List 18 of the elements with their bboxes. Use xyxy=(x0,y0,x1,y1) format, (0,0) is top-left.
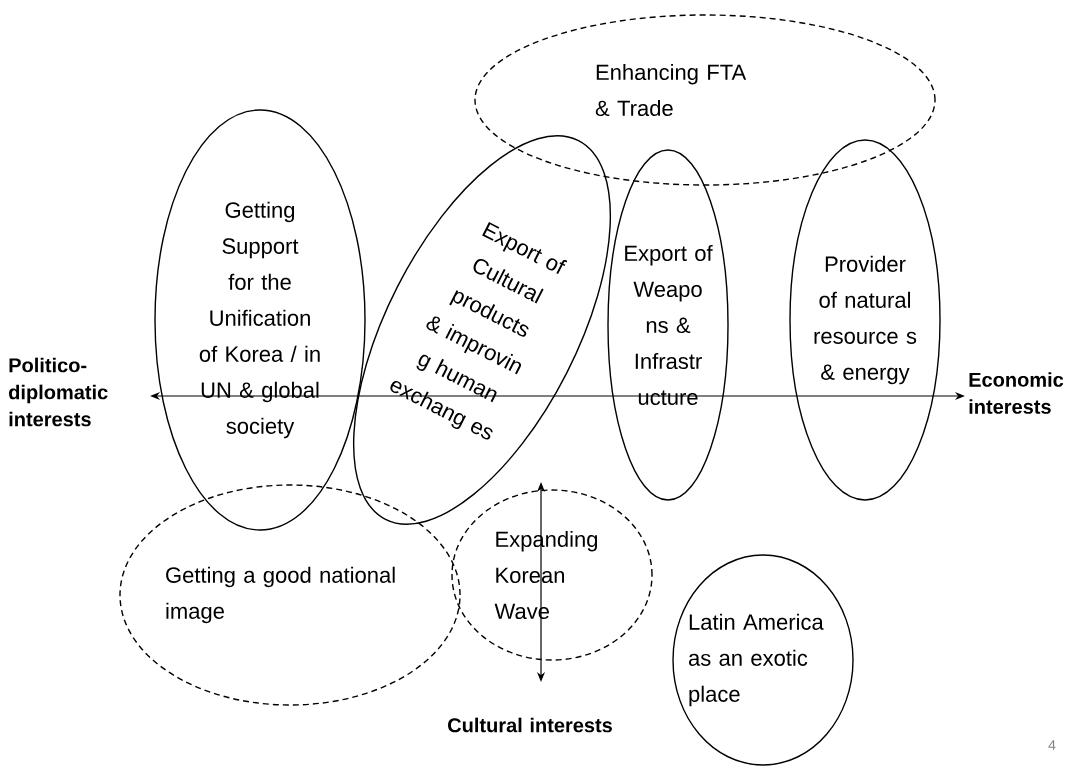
ellipse-outline xyxy=(353,135,611,525)
ellipse-text: Export of Weapo ns & Infrastr ucture xyxy=(625,244,713,406)
axis-label: Cultural interests xyxy=(448,717,612,733)
ellipse-outline xyxy=(607,149,729,501)
ellipse-outline xyxy=(672,554,854,766)
dashed-ellipse xyxy=(119,484,461,706)
ellipse-text: Getting Support for the Unification of Korea / in UN & global society xyxy=(199,201,320,439)
ellipse-text: Enhancing FTA & Trade xyxy=(595,63,747,117)
ellipse-outline xyxy=(789,139,941,501)
axis-label: Politico-diplomatic interests xyxy=(9,357,108,427)
dashed-ellipse xyxy=(451,489,653,661)
ellipse-text: Getting a good national image xyxy=(166,566,395,624)
dashed-ellipse xyxy=(474,14,936,186)
axis-label: Economic interests xyxy=(969,372,1064,414)
page-number: 4 xyxy=(1048,740,1056,750)
ellipse-outline xyxy=(154,109,366,531)
ellipse-text: Provider of natural resource s & energy xyxy=(814,255,917,385)
ellipse-text: Latin America as an exotic place xyxy=(688,613,824,707)
